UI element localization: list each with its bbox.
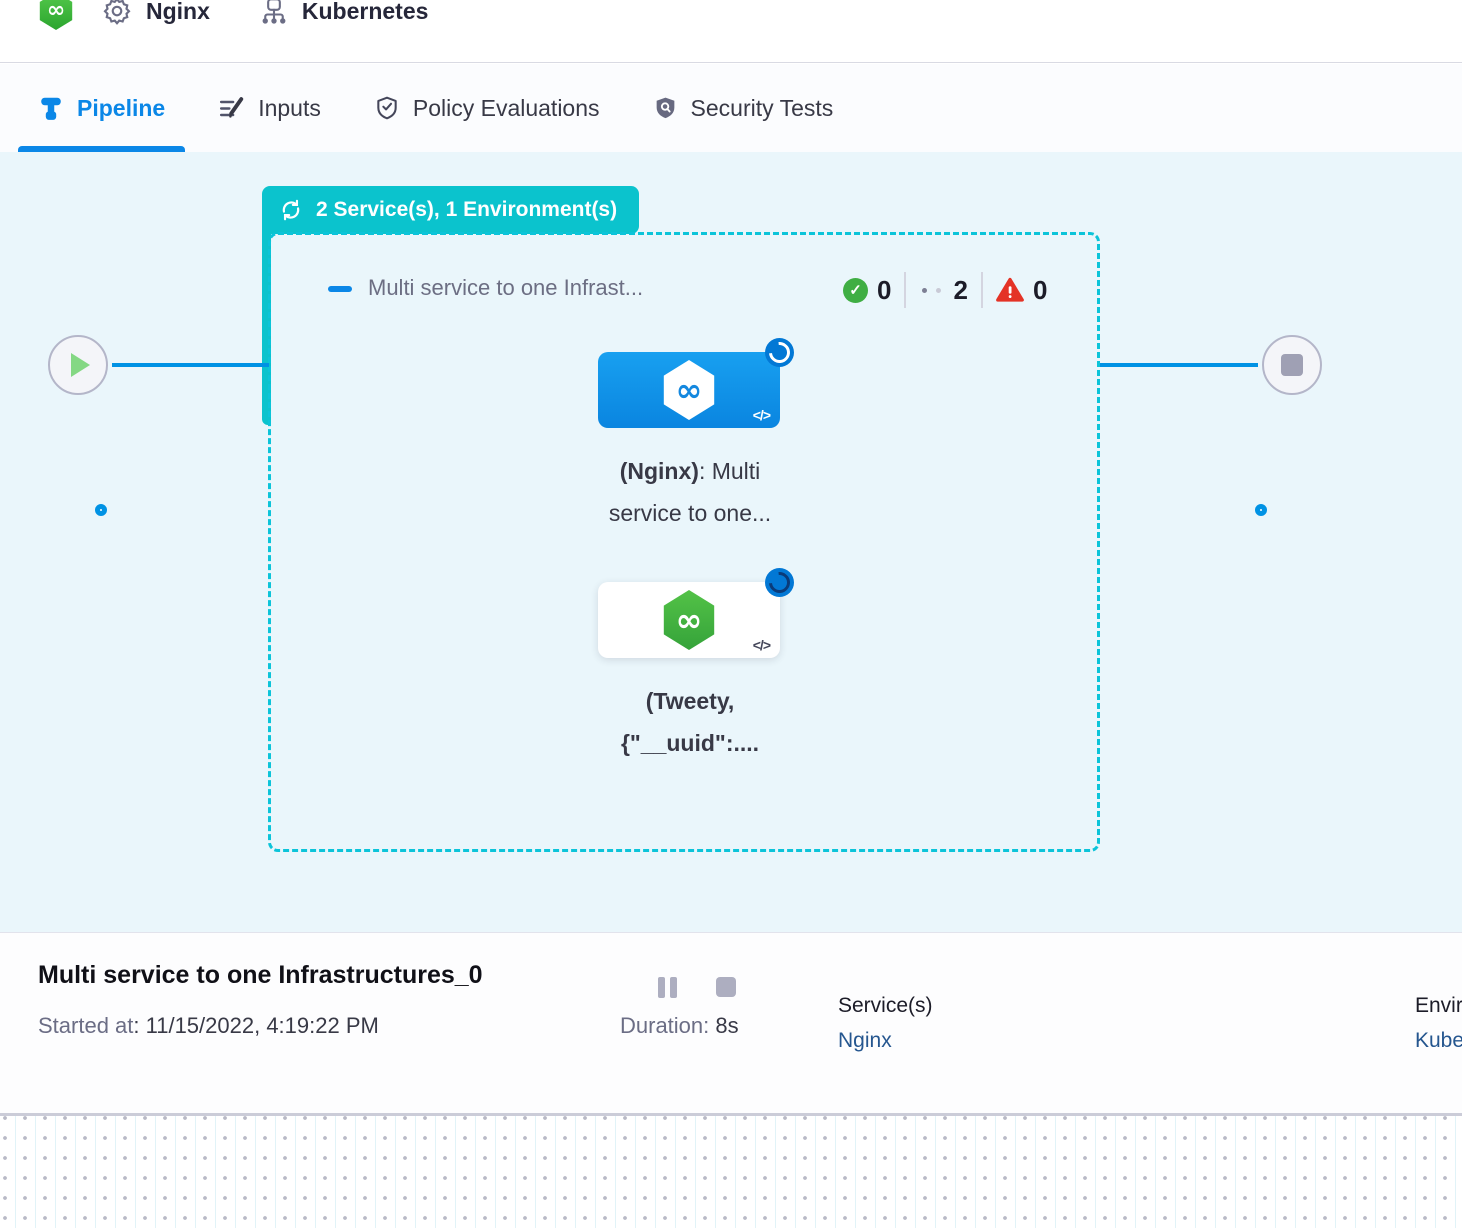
count-divider (980, 272, 983, 308)
failed-icon (996, 277, 1024, 303)
environments-column: Environment(s) Kubernetes (1415, 994, 1462, 1053)
canvas-dot-grid (0, 1113, 1462, 1228)
service-nginx-link[interactable]: Nginx (838, 1029, 892, 1052)
harness-service-icon: ∞ (663, 590, 715, 650)
started-at-value: : 11/15/2022, 4:19:22 PM (133, 1013, 379, 1038)
code-icon: </> (752, 407, 771, 423)
success-count: 0 (877, 274, 892, 305)
node-label-line2: service to one... (608, 500, 772, 526)
started-at-line: Started at: 11/15/2022, 4:19:22 PM (38, 1013, 379, 1039)
environment-icon (260, 0, 288, 26)
execution-title: Multi service to one Infrastructures_0 (38, 961, 483, 989)
stop-icon (1281, 354, 1303, 376)
duration-value: 8s (715, 1013, 739, 1038)
tab-security-tests[interactable]: Security Tests (633, 64, 854, 152)
environment-kubernetes-link[interactable]: Kubernetes (1415, 1029, 1462, 1052)
node-label-line2: {"__uuid":.... (620, 730, 760, 756)
header-bar: ∞ Nginx Kubernetes (0, 0, 1462, 63)
pause-execution-button[interactable] (658, 977, 679, 998)
stage-title: Multi service to one Infrast... (368, 275, 644, 300)
tab-pipeline[interactable]: Pipeline (18, 64, 186, 152)
harness-service-icon: ∞ (663, 360, 715, 420)
tab-policy-evaluations-label: Policy Evaluations (412, 94, 600, 121)
service-node-tweety[interactable]: ∞ </> (598, 568, 794, 658)
node-label-bold: (Nginx) (619, 458, 699, 484)
failed-count: 0 (1032, 274, 1048, 305)
pipeline-start-node[interactable] (48, 335, 108, 395)
start-connector-port[interactable] (95, 504, 107, 516)
shield-check-icon (374, 95, 400, 121)
stage-status-counts: ✓ 0 2 0 (843, 270, 1047, 310)
end-connector-port[interactable] (1255, 504, 1267, 516)
services-environments-badge[interactable]: 2 Service(s), 1 Environment(s) (262, 186, 640, 234)
tab-bar: Pipeline Inputs Policy Evaluations (0, 64, 1462, 152)
environments-label: Environment(s) (1415, 994, 1462, 1017)
stop-execution-button[interactable] (716, 977, 736, 997)
tab-inputs-label: Inputs (258, 94, 321, 121)
harness-logo-icon: ∞ (39, 0, 73, 30)
services-label: Service(s) (838, 994, 933, 1017)
inputs-icon (218, 95, 245, 121)
running-count: 2 (953, 274, 968, 305)
success-icon: ✓ (843, 277, 868, 303)
harness-infinity-glyph: ∞ (675, 601, 703, 639)
edge-start-to-stage (112, 363, 269, 367)
security-shield-icon (653, 95, 678, 121)
execution-summary-bar: Multi service to one Infrastructures_0 S… (0, 932, 1462, 1113)
gear-icon (102, 0, 132, 26)
pipeline-canvas[interactable]: 2 Service(s), 1 Environment(s) Multi ser… (0, 152, 1462, 932)
harness-infinity-glyph: ∞ (675, 371, 703, 409)
code-icon: </> (752, 637, 771, 653)
harness-infinity-glyph: ∞ (46, 0, 66, 23)
pipeline-name-label: Nginx (146, 0, 210, 24)
breadcrumb-pipeline[interactable]: Nginx (102, 0, 210, 26)
pipeline-icon (38, 95, 64, 121)
running-icon (919, 287, 944, 293)
running-spinner-badge[interactable] (765, 338, 794, 367)
collapse-stage-button[interactable] (328, 286, 352, 292)
play-icon (71, 353, 90, 377)
services-environments-label: 2 Service(s), 1 Environment(s) (316, 198, 618, 221)
service-node-nginx[interactable]: ∞ </> (598, 338, 794, 428)
duration-label: Duration: (620, 1013, 716, 1038)
tab-policy-evaluations[interactable]: Policy Evaluations (354, 64, 620, 152)
service-node-tweety-label: (Tweety, {"__uuid":.... (560, 680, 820, 764)
refresh-icon (278, 197, 304, 223)
stage-accent-strip (262, 232, 271, 425)
tab-security-tests-label: Security Tests (690, 94, 834, 121)
edge-stage-to-end (1100, 363, 1258, 367)
duration-line: Duration: 8s (620, 1013, 739, 1039)
tab-inputs[interactable]: Inputs (198, 64, 341, 152)
running-spinner-badge[interactable] (765, 568, 794, 597)
started-at-label: Started at (38, 1013, 134, 1038)
node-label-rest: : Multi (698, 458, 761, 484)
stage-group-border[interactable] (268, 232, 1100, 852)
tab-pipeline-label: Pipeline (77, 94, 166, 121)
service-node-nginx-label: (Nginx): Multi service to one... (560, 450, 820, 534)
breadcrumb-environment[interactable]: Kubernetes (260, 0, 429, 26)
node-label-line1: (Tweety, (645, 688, 735, 714)
count-divider (904, 272, 907, 308)
services-column: Service(s) Nginx (838, 994, 933, 1053)
active-tab-underline (18, 146, 186, 152)
environment-name-label: Kubernetes (301, 0, 429, 24)
pipeline-end-node[interactable] (1262, 335, 1322, 395)
